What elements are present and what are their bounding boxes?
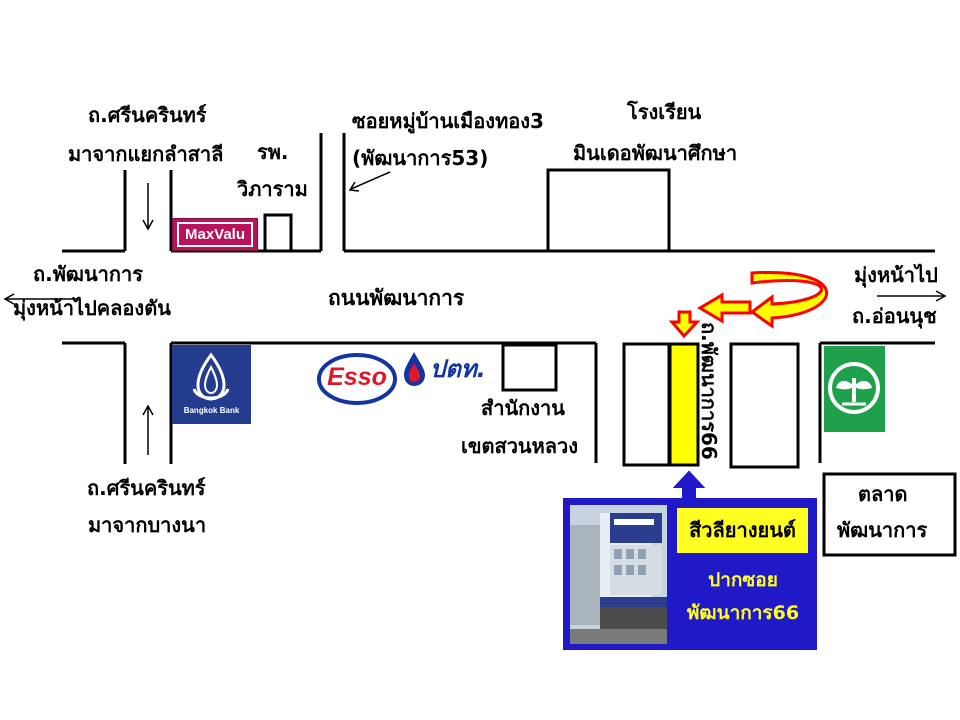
road-label-to-khlongtan: มุ่งหน้าไปคลองตัน [13, 296, 171, 320]
shop-building-illustration [570, 505, 667, 644]
bangkok-bank-caption: Bangkok Bank [183, 406, 240, 415]
bangkok-bank-logo: Bangkok Bank [172, 345, 251, 424]
ptt-logo-text: ปตท. [430, 355, 486, 383]
shop-location-line1: ปากซอย [708, 569, 778, 591]
road-label-from-bangna: มาจากบางนา [88, 513, 207, 537]
road-label-soi66: ถ.พัฒนาการ66 [697, 322, 721, 460]
u-turn-arrow [749, 270, 829, 329]
left-arrow [697, 292, 752, 324]
kasikorn-bank-logo [824, 346, 885, 432]
shop-photo [570, 505, 667, 644]
esso-logo-text: Esso [327, 363, 387, 391]
road-label-to-east: มุ่งหน้าไป [854, 263, 938, 287]
shophouse-right [729, 342, 800, 469]
place-label-village-1: ซอยหมู่บ้านเมืองทอง3 [352, 109, 544, 133]
esso-logo: Esso [317, 353, 397, 405]
bangkok-bank-lotus-icon [192, 352, 230, 401]
road-label-pattanakarn-west: ถ.พัฒนาการ [33, 262, 143, 286]
market-building [822, 472, 957, 557]
soi66-road [668, 342, 700, 467]
shop-name-box: สีวลียางยนต์ [677, 508, 808, 553]
road-label-main: ถนนพัฒนาการ [328, 286, 465, 310]
place-label-village-2: (พัฒนาการ53) [352, 146, 489, 170]
road-label-srinakarin-south: ถ.ศรีนครินทร์ [87, 476, 206, 500]
shop-arrow [672, 470, 706, 501]
place-label-hospital-2: วิภาราม [237, 177, 308, 201]
place-label-school-2: มินเดอพัฒนาศึกษา [573, 141, 738, 165]
esso-oval-icon [317, 353, 397, 405]
hospital-building [263, 213, 293, 253]
place-label-office-2: เขตสวนหลวง [461, 434, 579, 458]
district-office-building [501, 343, 558, 392]
school-building [546, 168, 671, 253]
maxvalu-logo-text: MaxValu [177, 222, 253, 247]
kasikorn-leaf-icon [828, 362, 880, 414]
ptt-flame-icon [404, 352, 425, 386]
shop-location-line2: พัฒนาการ66 [686, 602, 800, 624]
road-label-from-lamsali: มาจากแยกลำสาลี [68, 142, 224, 166]
place-label-market-2: พัฒนาการ [837, 518, 928, 542]
place-label-hospital-1: รพ. [257, 140, 289, 164]
place-label-market-1: ตลาด [858, 482, 908, 506]
shophouse-left [622, 342, 671, 467]
maxvalu-logo: MaxValu [172, 218, 258, 251]
road-label-onnut: ถ.อ่อนนุช [852, 304, 937, 328]
road-label-srinakarin-north: ถ.ศรีนครินทร์ [88, 103, 207, 127]
down-arrow [668, 310, 701, 339]
place-label-office-1: สำนักงาน [481, 396, 565, 420]
ptt-logo: ปตท. [402, 349, 497, 389]
place-label-school-1: โรงเรียน [627, 100, 702, 124]
